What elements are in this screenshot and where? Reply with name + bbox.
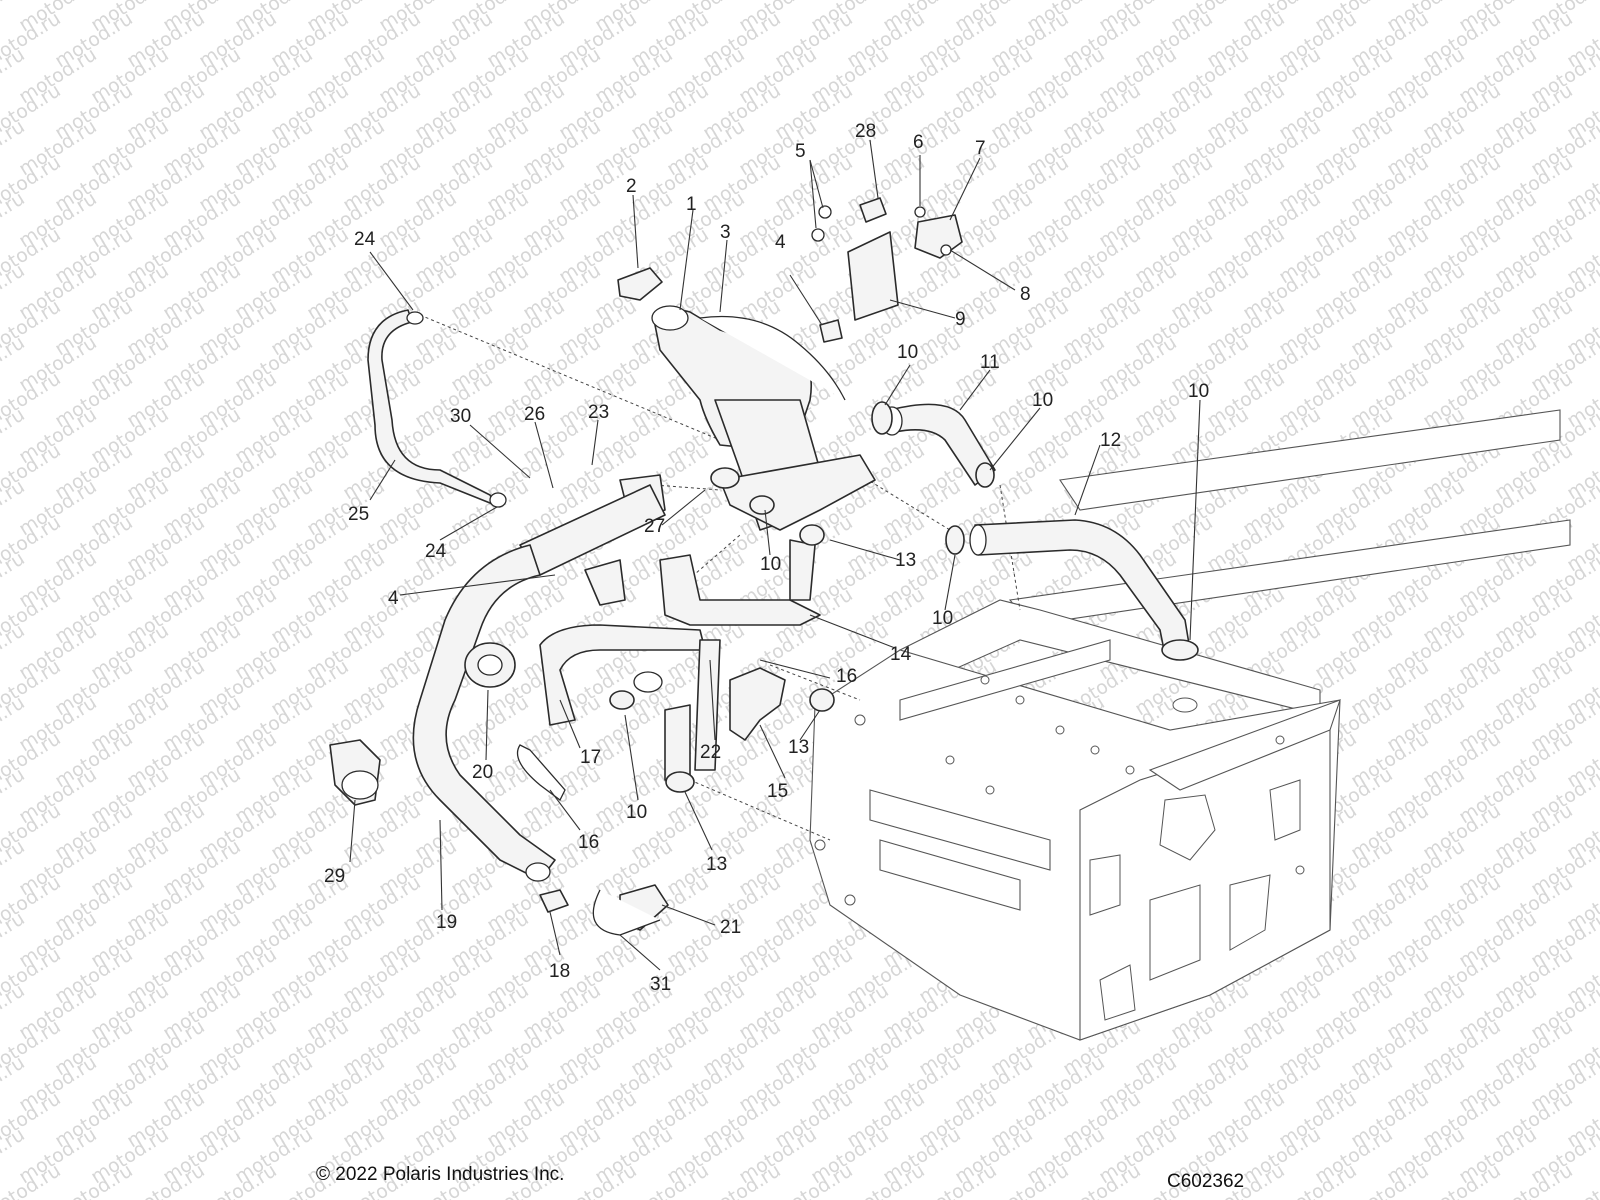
callout-10: 10	[1032, 390, 1053, 411]
coolant-pipe-left	[519, 484, 666, 606]
callout-13: 13	[706, 854, 727, 875]
callout-14: 14	[890, 644, 912, 665]
callout-10: 10	[1188, 381, 1209, 402]
hose-22	[664, 639, 721, 781]
callout-9: 9	[955, 309, 966, 330]
callout-labels: 1 2 3 4 4 5 6 7 8 9 10 10 10 10 10 10 11…	[324, 121, 1209, 995]
callout-4: 4	[775, 232, 786, 253]
callout-10: 10	[626, 802, 647, 823]
callout-15: 15	[767, 781, 788, 802]
callout-18: 18	[549, 961, 570, 982]
mounting-bracket-9	[811, 197, 963, 343]
callout-17: 17	[580, 747, 601, 768]
callout-10: 10	[932, 608, 953, 629]
hose-17	[539, 624, 706, 726]
callout-24: 24	[425, 541, 447, 562]
callout-7: 7	[975, 138, 986, 159]
strap-16	[516, 744, 566, 801]
leader-lines	[349, 139, 1201, 971]
valve-15	[729, 667, 786, 741]
hose-14	[659, 539, 821, 626]
drawing-number: C602362	[1167, 1171, 1245, 1192]
callout-6: 6	[913, 132, 924, 153]
callout-1: 1	[686, 194, 697, 215]
callout-8: 8	[1020, 284, 1031, 305]
callout-20: 20	[472, 762, 493, 783]
callout-26: 26	[524, 404, 545, 425]
callout-2: 2	[626, 176, 637, 197]
callout-27: 27	[644, 516, 665, 537]
callout-4: 4	[388, 588, 399, 609]
callout-16: 16	[578, 832, 599, 853]
callout-31: 31	[650, 974, 671, 995]
callout-23: 23	[588, 402, 609, 423]
callout-3: 3	[720, 222, 731, 243]
callout-11: 11	[980, 352, 1000, 373]
callout-12: 12	[1100, 430, 1121, 451]
callout-28: 28	[855, 121, 876, 142]
copyright-notice: © 2022 Polaris Industries Inc.	[316, 1164, 565, 1185]
callout-5: 5	[795, 141, 806, 162]
callout-10: 10	[760, 554, 781, 575]
callout-10: 10	[897, 342, 918, 363]
callout-30: 30	[450, 406, 471, 427]
assembly-dashed-lines	[419, 314, 1021, 841]
callout-21: 21	[720, 917, 741, 938]
callout-16: 16	[836, 666, 857, 687]
fitting-21	[592, 884, 669, 936]
callout-13: 13	[788, 737, 809, 758]
clamp-18	[539, 889, 569, 913]
callout-13: 13	[895, 550, 916, 571]
callout-22: 22	[700, 742, 721, 763]
callout-24: 24	[354, 229, 376, 250]
hose-19	[412, 544, 556, 882]
engine-chassis	[809, 409, 1571, 1041]
fitting-20	[464, 642, 516, 688]
callout-25: 25	[348, 504, 369, 525]
hose-clamps	[609, 401, 1199, 793]
callout-29: 29	[324, 866, 345, 887]
vent-hose-25	[367, 309, 507, 508]
elbow-29	[329, 739, 381, 806]
callout-19: 19	[436, 912, 457, 933]
